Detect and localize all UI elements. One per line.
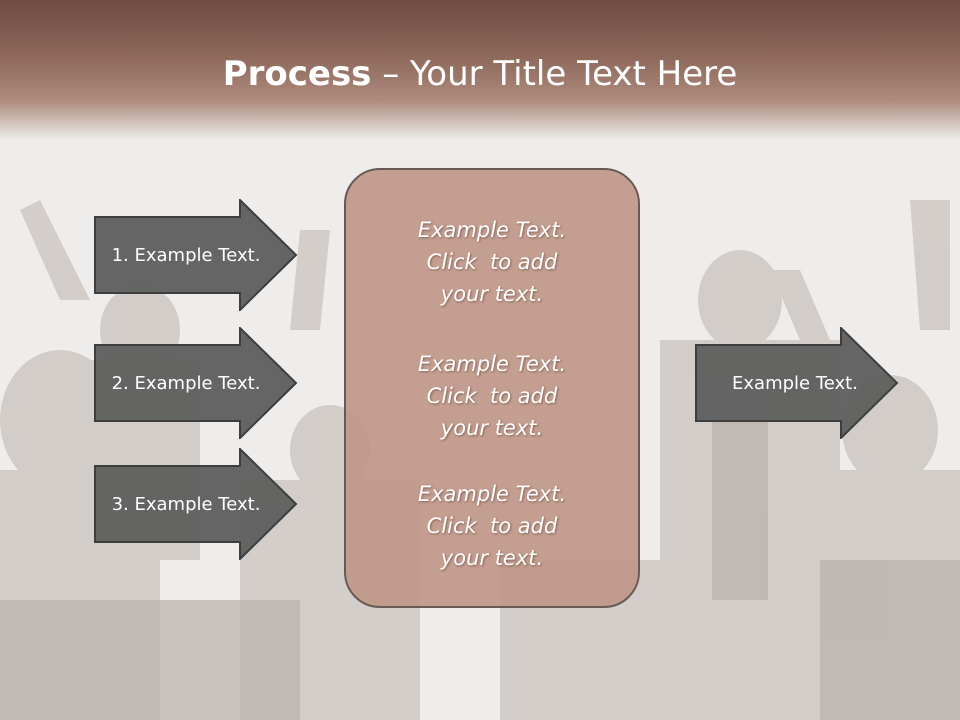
block-3-line-3: your text. [440, 546, 544, 570]
block-2-line-3: your text. [440, 416, 544, 440]
arrow-shape-1 [94, 199, 298, 311]
process-arrow-2[interactable]: 2. Example Text. [94, 327, 298, 439]
arrow-shape-3 [94, 448, 298, 560]
result-arrow-label: Example Text. [732, 372, 858, 394]
block-3-line-1: Example Text. [417, 482, 567, 506]
arrow-shape-2 [94, 327, 298, 439]
title-bold: Process [222, 54, 372, 94]
result-arrow[interactable]: Example Text. [695, 327, 899, 439]
arrow-label-2: 2. Example Text. [111, 372, 261, 394]
header-band [0, 0, 960, 140]
slide-title[interactable]: Process – Your Title Text Here [0, 52, 960, 96]
arrow-label-1: 1. Example Text. [111, 244, 261, 266]
block-1-line-2: Click to add [426, 250, 558, 274]
text-block-2[interactable]: Example Text. Click to add your text. [346, 348, 638, 444]
title-rest: – Your Title Text Here [371, 54, 738, 94]
block-1-line-3: your text. [440, 282, 544, 306]
text-block-3[interactable]: Example Text. Click to add your text. [346, 478, 638, 574]
block-2-line-1: Example Text. [417, 352, 567, 376]
block-2-line-2: Click to add [426, 384, 558, 408]
process-arrow-3[interactable]: 3. Example Text. [94, 448, 298, 560]
text-block-1[interactable]: Example Text. Click to add your text. [346, 214, 638, 310]
arrow-shape-right [695, 327, 899, 439]
process-arrow-1[interactable]: 1. Example Text. [94, 199, 298, 311]
arrow-label-3: 3. Example Text. [111, 493, 261, 515]
center-text-box[interactable]: Example Text. Click to add your text. Ex… [344, 168, 640, 608]
block-1-line-1: Example Text. [417, 218, 567, 242]
block-3-line-2: Click to add [426, 514, 558, 538]
